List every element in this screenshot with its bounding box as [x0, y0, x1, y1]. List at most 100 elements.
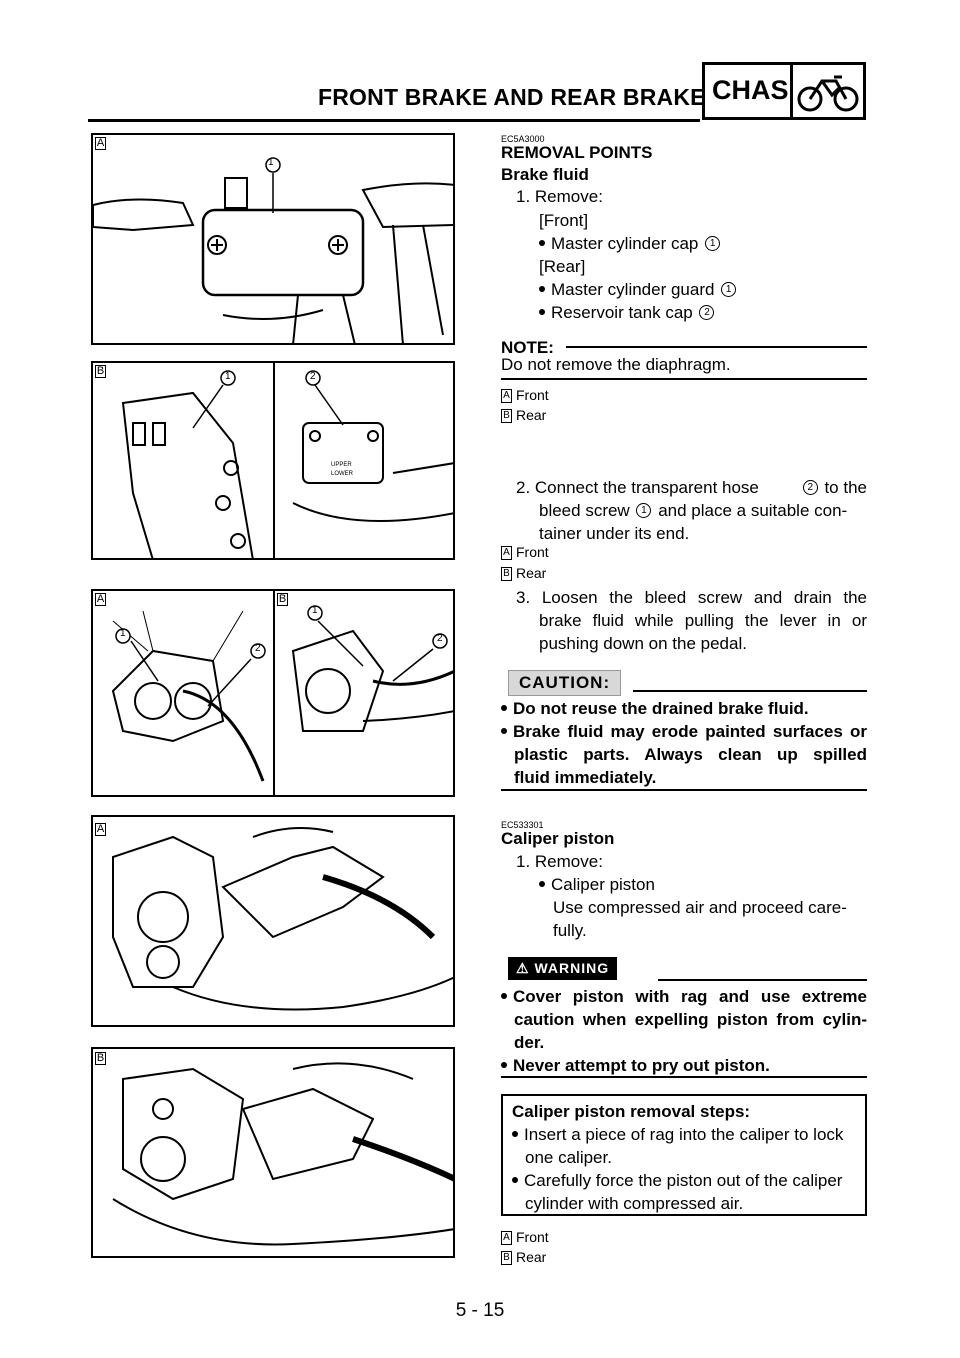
callout-1: 1	[120, 628, 126, 639]
figure-rear-master-cylinder: B 1 2 UPPER LOWER	[91, 361, 455, 560]
step-3-line-1: 3. Loosen the bleed screw and drain the	[516, 588, 867, 607]
callout-1: 1	[312, 605, 318, 616]
note-text: Do not remove the diaphragm.	[501, 355, 731, 374]
box-item-2-line-2: cylinder with compressed air.	[525, 1194, 744, 1213]
front-tag: [Front]	[539, 211, 589, 230]
page-number: 5 - 15	[455, 1300, 505, 1321]
legend-key: A	[501, 389, 512, 404]
step-3-line-3: pushing down on the pedal.	[539, 634, 747, 653]
master-cylinder-illustration	[93, 157, 453, 343]
figure-label: B	[95, 365, 106, 378]
callout-2: 2	[437, 633, 443, 644]
subsection-heading: Caliper piston	[501, 829, 615, 848]
caution-item-2-line-1: Brake fluid may erode painted surfaces o…	[501, 720, 867, 743]
warning-icon: ⚠	[516, 960, 530, 976]
legend-key: A	[501, 1231, 512, 1246]
caution-item-1: Do not reuse the drained brake fluid.	[501, 697, 809, 720]
removal-steps-box: Caliper piston removal steps: Insert a p…	[501, 1094, 867, 1216]
callout-ref: 2	[699, 305, 715, 321]
figure-label: A	[95, 823, 106, 836]
list-item-reservoir-tank-cap: Reservoir tank cap 2	[539, 301, 716, 324]
figure-rear-caliper-piston: B	[91, 1047, 455, 1258]
list-item-caliper-piston: Caliper piston	[539, 873, 655, 896]
section-badge-divider	[790, 62, 793, 120]
detail-line-2: fully.	[553, 921, 587, 940]
legend-key: B	[501, 1251, 512, 1266]
callout-ref: 2	[802, 480, 818, 496]
note-label: NOTE:	[501, 338, 554, 357]
legend-key: A	[501, 546, 512, 561]
warning-bottom-rule	[501, 1076, 867, 1078]
figure-bleed-screws: A B 1 2 1 2	[91, 589, 455, 797]
warning-item-2: Never attempt to pry out piston.	[501, 1054, 770, 1077]
front-caliper-illustration	[112, 827, 453, 1011]
page-title: FRONT BRAKE AND REAR BRAKE	[318, 84, 706, 110]
callout-ref: 1	[705, 236, 721, 252]
box-item-2-line-1: Carefully force the piston out of the ca…	[512, 1169, 842, 1192]
bullet-icon	[539, 239, 545, 246]
header-rule	[88, 119, 700, 122]
section-code: EC5A3000	[501, 134, 545, 144]
step-2-line-1: 2. Connect the transparent hose 2 to the	[516, 478, 867, 497]
motorcycle-icon	[797, 75, 859, 112]
box-title: Caliper piston removal steps:	[512, 1102, 751, 1121]
step-1: 1. Remove:	[516, 852, 603, 871]
step-2-line-2: bleed screw 1 and place a suitable con-	[539, 501, 848, 520]
step-3-line-2: brake fluid while pulling the lever in o…	[539, 611, 867, 630]
callout-2: 2	[255, 643, 261, 654]
figure-front-master-cylinder: A 1	[91, 133, 455, 345]
section-label: CHAS	[712, 75, 789, 105]
caution-top-rule	[633, 690, 867, 692]
list-item-master-cylinder-guard: Master cylinder guard 1	[539, 278, 738, 301]
bullet-icon	[512, 1176, 518, 1183]
callout-1: 1	[225, 371, 231, 382]
bleed-screw-illustration	[111, 591, 453, 795]
rear-caliper-illustration	[112, 1062, 453, 1246]
callout-ref: 1	[721, 282, 737, 298]
rear-tag: [Rear]	[539, 257, 586, 276]
note-bottom-rule	[501, 378, 867, 380]
figure-front-caliper-piston: A	[91, 815, 455, 1027]
bullet-icon	[501, 1061, 507, 1068]
bullet-icon	[501, 727, 507, 734]
section-code: EC533301	[501, 820, 544, 830]
caution-bottom-rule	[501, 789, 867, 791]
bullet-icon	[501, 704, 507, 711]
callout-1: 1	[268, 157, 274, 168]
figure-label: A	[95, 137, 106, 150]
rear-master-cylinder-illustration	[121, 363, 453, 558]
reservoir-upper-label: UPPER	[331, 462, 352, 468]
subsection-heading: Brake fluid	[501, 165, 589, 184]
warning-badge: ⚠ WARNING	[508, 957, 618, 980]
bullet-icon	[539, 308, 545, 315]
detail-line-1: Use compressed air and proceed care-	[553, 898, 847, 917]
warning-item-1-line-2: caution when expelling piston from cylin…	[514, 1010, 867, 1029]
warning-item-1-line-3: der.	[514, 1033, 545, 1052]
note-top-rule	[566, 346, 867, 348]
box-item-1-line-1: Insert a piece of rag into the caliper t…	[512, 1123, 843, 1146]
caution-item-2-line-2: plastic parts. Always clean up spilled	[514, 745, 867, 764]
caution-item-2-line-3: fluid immediately.	[514, 768, 657, 787]
callout-2: 2	[310, 371, 316, 382]
bullet-icon	[512, 1130, 518, 1137]
bullet-icon	[539, 880, 545, 887]
legend-key: B	[501, 409, 512, 424]
bullet-icon	[501, 992, 507, 999]
caution-badge: CAUTION:	[508, 670, 622, 696]
reservoir-lower-label: LOWER	[331, 471, 354, 477]
legend-key: B	[501, 567, 512, 582]
warning-item-1-line-1: Cover piston with rag and use extreme	[501, 985, 867, 1008]
section-badge	[702, 62, 866, 120]
figure-label-rear: B	[277, 593, 288, 606]
bullet-icon	[539, 285, 545, 292]
list-item-master-cylinder-cap: Master cylinder cap 1	[539, 232, 722, 255]
figure-label: B	[95, 1052, 106, 1065]
step-2-line-3: tainer under its end.	[539, 524, 690, 543]
step-1: 1. Remove:	[516, 187, 603, 206]
